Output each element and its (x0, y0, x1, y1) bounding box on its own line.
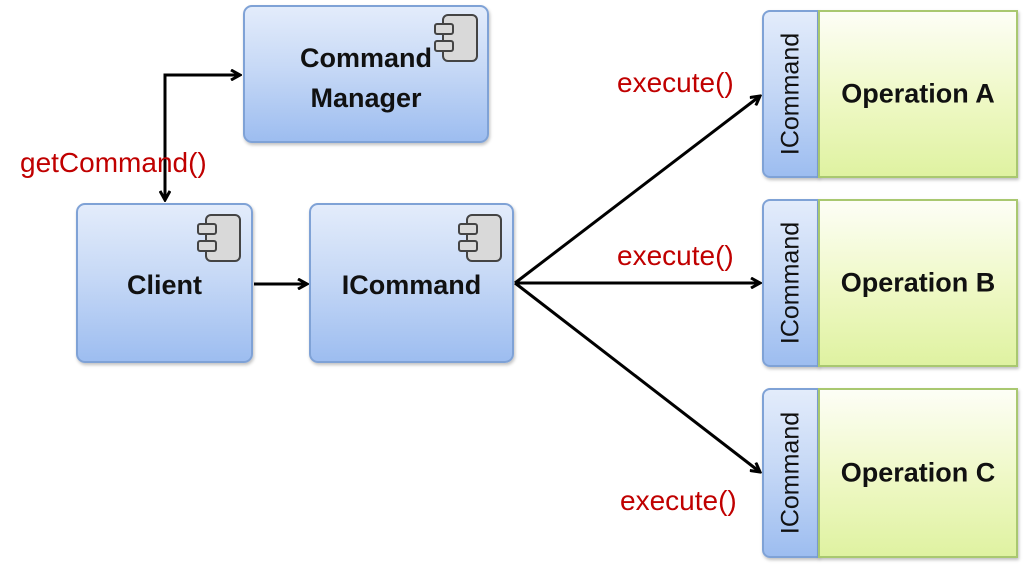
operation-b-label: Operation B (840, 267, 996, 298)
operation-b-box: Operation B (818, 199, 1018, 367)
client-component: Client (76, 203, 253, 363)
operation-a-label: Operation A (841, 78, 995, 109)
operation-b-interface-label: ICommand (776, 221, 804, 345)
operation-c-interface: ICommand (762, 388, 819, 558)
arrow-to-operation-a (514, 96, 760, 285)
execute-label-c: execute() (620, 485, 737, 516)
component-icon (458, 214, 502, 262)
operation-a-group: ICommand Operation A (762, 10, 1018, 178)
command-manager-label-line1: Command (299, 43, 432, 73)
execute-label-a: execute() (617, 67, 734, 98)
operation-b-interface: ICommand (762, 199, 819, 367)
operation-c-box: Operation C (818, 388, 1018, 558)
operation-a-interface-label: ICommand (776, 32, 804, 156)
get-command-label: getCommand() (20, 147, 207, 178)
command-manager-component: Command Manager (243, 5, 489, 143)
arrow-to-command-manager (163, 75, 240, 200)
operation-c-group: ICommand Operation C (762, 388, 1018, 558)
operation-a-box: Operation A (818, 10, 1018, 178)
component-icon (434, 14, 478, 62)
icommand-label: ICommand (341, 270, 482, 300)
arrow-to-operation-c (514, 281, 760, 472)
icommand-component: ICommand (309, 203, 514, 363)
component-icon (197, 214, 241, 262)
execute-label-b: execute() (617, 240, 734, 271)
command-manager-label-line2: Manager (310, 83, 422, 113)
operation-a-interface: ICommand (762, 10, 819, 178)
client-label: Client (126, 270, 202, 300)
operation-c-interface-label: ICommand (776, 411, 804, 535)
operation-b-group: ICommand Operation B (762, 199, 1018, 367)
operation-c-label: Operation C (840, 457, 996, 488)
